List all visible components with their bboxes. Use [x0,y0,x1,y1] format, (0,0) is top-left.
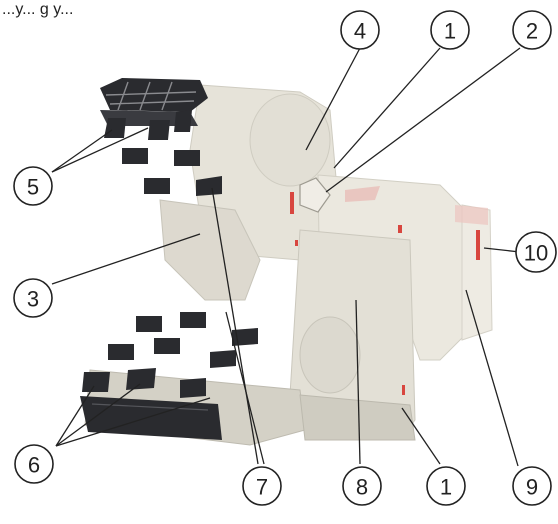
callout-8-label: 8 [356,475,368,500]
relay-body [84,84,493,446]
header-fragment: ...y... g y... [2,1,73,18]
callout-1-bottom: 1 [426,466,466,506]
callout-4-label: 4 [354,19,366,44]
callout-3: 3 [13,278,53,318]
callout-3-label: 3 [27,287,39,312]
callout-1-top-label: 1 [444,19,456,44]
callout-9-label: 9 [526,475,538,500]
red-marking [290,192,294,214]
callout-1-bottom-label: 1 [440,475,452,500]
lower-terminal-block [80,312,258,440]
callout-6: 6 [14,444,54,484]
leader-lines [51,47,521,467]
callout-7: 7 [242,466,282,506]
callout-10: 10 [515,231,557,273]
callout-5-label: 5 [27,175,39,200]
upper-terminal-block [100,78,222,196]
callout-7-label: 7 [256,475,268,500]
callout-2-label: 2 [526,19,538,44]
callout-2: 2 [512,10,552,50]
callout-1-top: 1 [430,10,470,50]
callout-5: 5 [13,166,53,206]
callout-10-label: 10 [524,241,548,266]
callout-6-label: 6 [28,453,40,478]
callout-9: 9 [512,466,552,506]
callout-4: 4 [340,10,380,50]
callout-8: 8 [342,466,382,506]
